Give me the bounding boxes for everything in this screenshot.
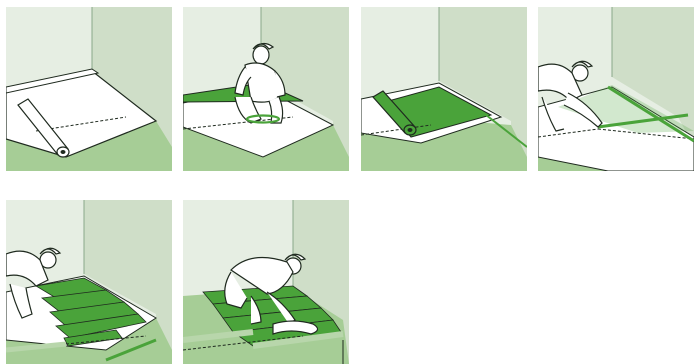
step-1-panel: [6, 7, 172, 171]
step-2-panel: [183, 7, 349, 171]
underlay-roll-icon: [6, 7, 172, 171]
worker-laying-strip-icon: [183, 7, 349, 171]
worker-taping-edge-icon: [538, 7, 694, 171]
step-6-panel: [183, 200, 349, 364]
step-5-panel: [6, 200, 172, 364]
step-3-panel: [361, 7, 527, 171]
green-membrane-roll-icon: [361, 7, 527, 171]
worker-taping-planks-icon: [183, 200, 349, 364]
step-4-panel: [538, 7, 694, 171]
worker-laying-planks-icon: [6, 200, 172, 364]
